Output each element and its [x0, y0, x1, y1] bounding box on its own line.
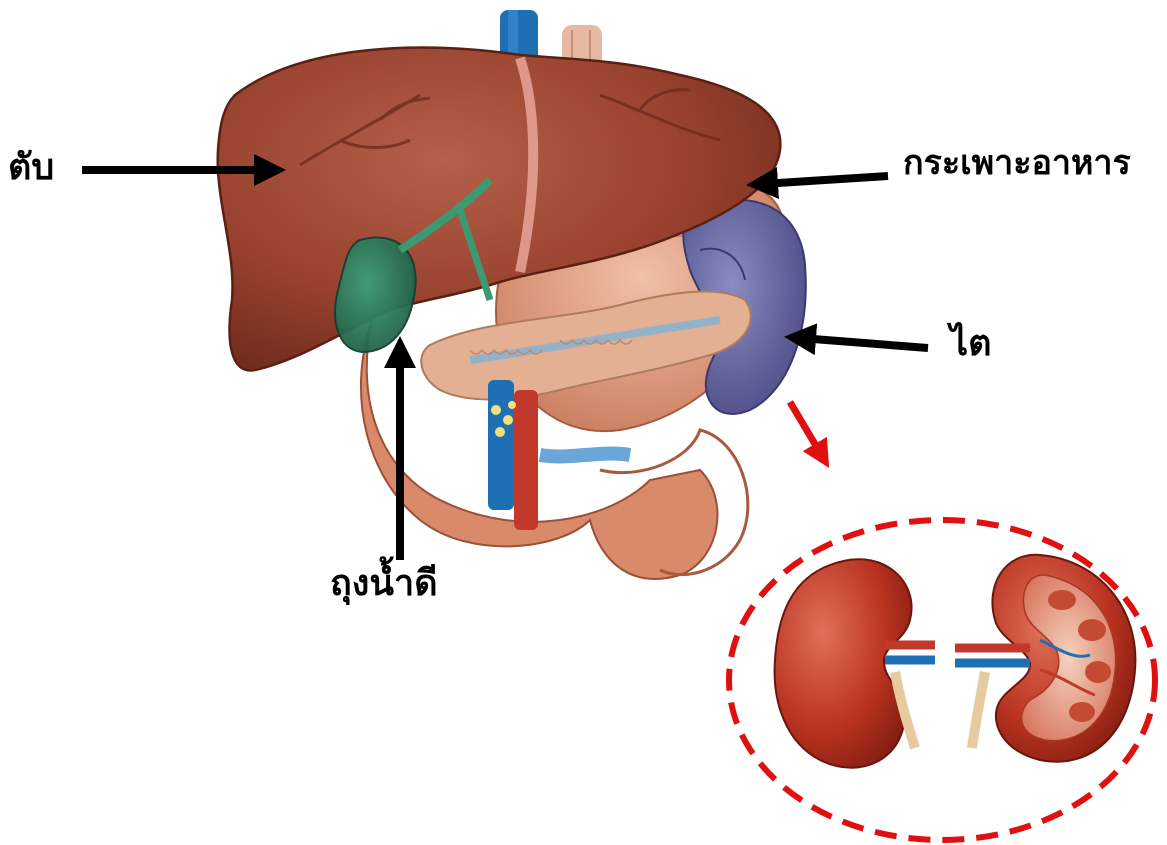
label-stomach: กระเพาะอาหาร: [903, 146, 1131, 180]
arrow-stomach: [762, 176, 888, 184]
label-gallbladder: ถุงน้ำดี: [330, 566, 438, 602]
arrow-kidney: [800, 338, 928, 348]
label-liver: ตับ: [8, 150, 54, 186]
label-kidney: ไต: [950, 326, 991, 362]
kidney-external: [775, 559, 935, 767]
red-arrow-icon: [790, 402, 822, 456]
kidney-cross-section: [955, 555, 1135, 762]
